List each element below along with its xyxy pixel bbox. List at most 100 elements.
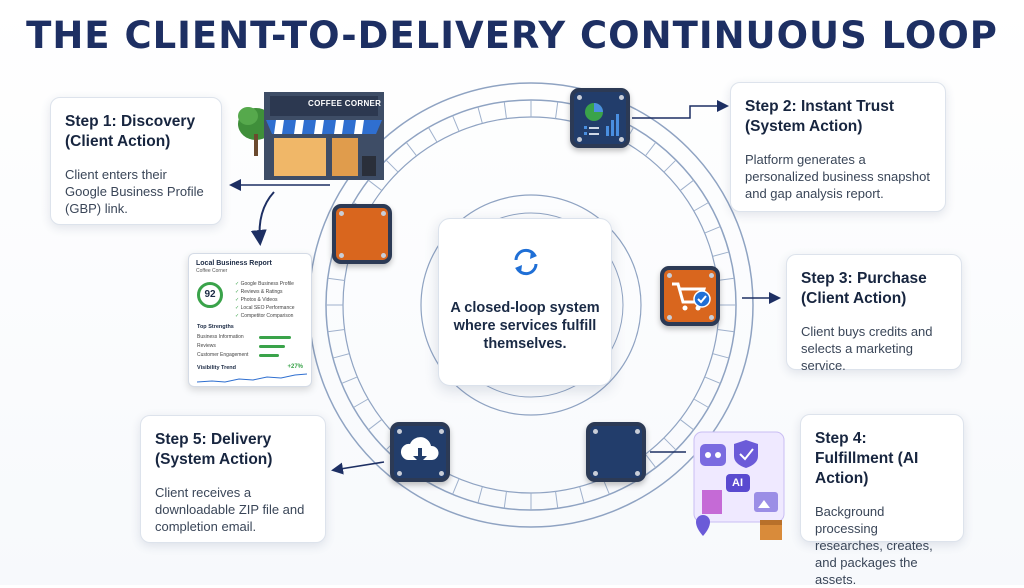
- ring-tick: [679, 419, 694, 431]
- ring-tick: [452, 115, 460, 132]
- report-check-item: Local SEO Performance: [235, 304, 295, 312]
- node-bolt: [381, 253, 386, 258]
- report-trend-value: +27%: [287, 364, 303, 370]
- ai-badge: AI: [732, 477, 743, 489]
- fulfillment-illustration: AI: [688, 428, 788, 546]
- refresh-icon: [514, 248, 538, 276]
- node-step-1: [332, 204, 392, 264]
- page-title: THE CLIENT-TO-DELIVERY CONTINUOUS LOOP: [26, 14, 998, 57]
- ring-tick: [332, 353, 350, 359]
- storefront-icon: COFFEE CORNER: [236, 86, 386, 182]
- node-bolt: [577, 95, 582, 100]
- report-checklist: Google Business Profile Reviews & Rating…: [235, 280, 295, 320]
- node-bolt: [667, 273, 672, 278]
- node-step-5: [390, 422, 450, 482]
- ring-tick: [327, 329, 345, 333]
- ring-tick: [717, 277, 735, 281]
- ring-tick: [704, 376, 721, 384]
- step-3-heading: Step 3: Purchase (Client Action): [801, 270, 927, 307]
- cart-check-icon: [672, 282, 711, 311]
- node-bolt: [593, 429, 598, 434]
- report-strength: Customer Engagement: [197, 352, 249, 358]
- ring-tick: [712, 251, 730, 257]
- ring-tick: [503, 491, 507, 509]
- node-bolt: [381, 211, 386, 216]
- strength-bar: [259, 345, 285, 348]
- ring-tick: [645, 142, 657, 157]
- ring-tick: [385, 159, 399, 173]
- ring-tick: [477, 106, 483, 124]
- step-5-card: Step 5: Delivery (System Action) Client …: [140, 415, 326, 543]
- report-business: Coffee Corner: [196, 268, 228, 274]
- step-5-heading: Step 5: Delivery (System Action): [155, 431, 273, 468]
- ring-tick: [663, 437, 677, 451]
- ring-tick: [341, 376, 358, 384]
- node-bolt: [619, 95, 624, 100]
- node-bolt: [635, 429, 640, 434]
- node-bolt: [397, 429, 402, 434]
- ring-tick: [712, 353, 730, 359]
- arrow-step2: [632, 100, 729, 119]
- ring-tick: [405, 142, 417, 157]
- strength-bar: [259, 336, 291, 339]
- node-bolt: [439, 471, 444, 476]
- step-4-card: Step 4: Fulfillment (AI Action) Backgrou…: [800, 414, 964, 587]
- node-bolt: [709, 315, 714, 320]
- ring-tick: [353, 398, 369, 408]
- chart-dashboard-icon: [584, 103, 619, 136]
- node-bolt: [667, 315, 672, 320]
- step-1-card: Step 1: Discovery (Client Action) Client…: [50, 97, 222, 225]
- ring-tick: [368, 419, 383, 431]
- report-check-item: Competitor Comparison: [235, 312, 295, 320]
- step-3-card: Step 3: Purchase (Client Action) Client …: [786, 254, 962, 373]
- ring-tick: [693, 202, 709, 212]
- node-bolt: [619, 137, 624, 142]
- ring-tick: [452, 478, 460, 495]
- step-4-heading: Step 4: Fulfillment (AI Action): [815, 430, 919, 487]
- step-5-body: Client receives a downloadable ZIP file …: [155, 485, 305, 534]
- arrow-step1-to-report: [250, 191, 275, 246]
- node-bolt: [593, 471, 598, 476]
- node-step-4: [586, 422, 646, 482]
- step-2-body: Platform generates a personalized busine…: [745, 152, 931, 201]
- ring-tick: [579, 486, 585, 504]
- center-summary-card: A closed-loop system where services fulf…: [438, 218, 612, 386]
- ring-tick: [368, 179, 383, 191]
- step-1-heading: Step 1: Discovery (Client Action): [65, 113, 196, 150]
- node-bolt: [709, 273, 714, 278]
- node-bolt: [635, 471, 640, 476]
- ring-tick: [663, 159, 677, 173]
- ring-tick: [327, 277, 345, 281]
- report-trend-label: Visibility Trend: [197, 365, 237, 371]
- center-text: A closed-loop system where services fulf…: [450, 300, 600, 352]
- arrow-step5: [331, 461, 385, 475]
- trend-sparkline: [197, 373, 307, 383]
- report-strength: Reviews: [197, 343, 216, 349]
- ring-tick: [704, 226, 721, 234]
- step-3-body: Client buys credits and selects a market…: [801, 324, 933, 373]
- ring-tick: [693, 398, 709, 408]
- report-title: Local Business Report: [196, 260, 272, 267]
- ring-tick: [555, 491, 559, 509]
- node-bolt: [339, 211, 344, 216]
- ring-tick: [717, 329, 735, 333]
- step-1-body: Client enters their Google Business Prof…: [65, 167, 204, 216]
- step-2-card: Step 2: Instant Trust (System Action) Pl…: [730, 82, 946, 212]
- ring-tick: [555, 101, 559, 119]
- node-step-3: [660, 266, 720, 326]
- ring-tick: [679, 179, 694, 191]
- business-report-preview: Local Business Report Coffee Corner 92 G…: [188, 253, 312, 387]
- ring-tick: [428, 127, 438, 143]
- ring-tick: [645, 453, 657, 468]
- node-bolt: [339, 253, 344, 258]
- report-check-item: Reviews & Ratings: [235, 288, 295, 296]
- ring-tick: [503, 101, 507, 119]
- report-strengths-title: Top Strengths: [197, 324, 234, 330]
- node-bolt: [577, 137, 582, 142]
- ring-tick: [477, 486, 483, 504]
- storefront-sign: COFFEE CORNER: [308, 99, 382, 108]
- report-check-item: Google Business Profile: [235, 280, 295, 288]
- step-2-heading: Step 2: Instant Trust (System Action): [745, 98, 894, 135]
- cloud-download-icon: [400, 437, 439, 463]
- strength-bar: [259, 354, 279, 357]
